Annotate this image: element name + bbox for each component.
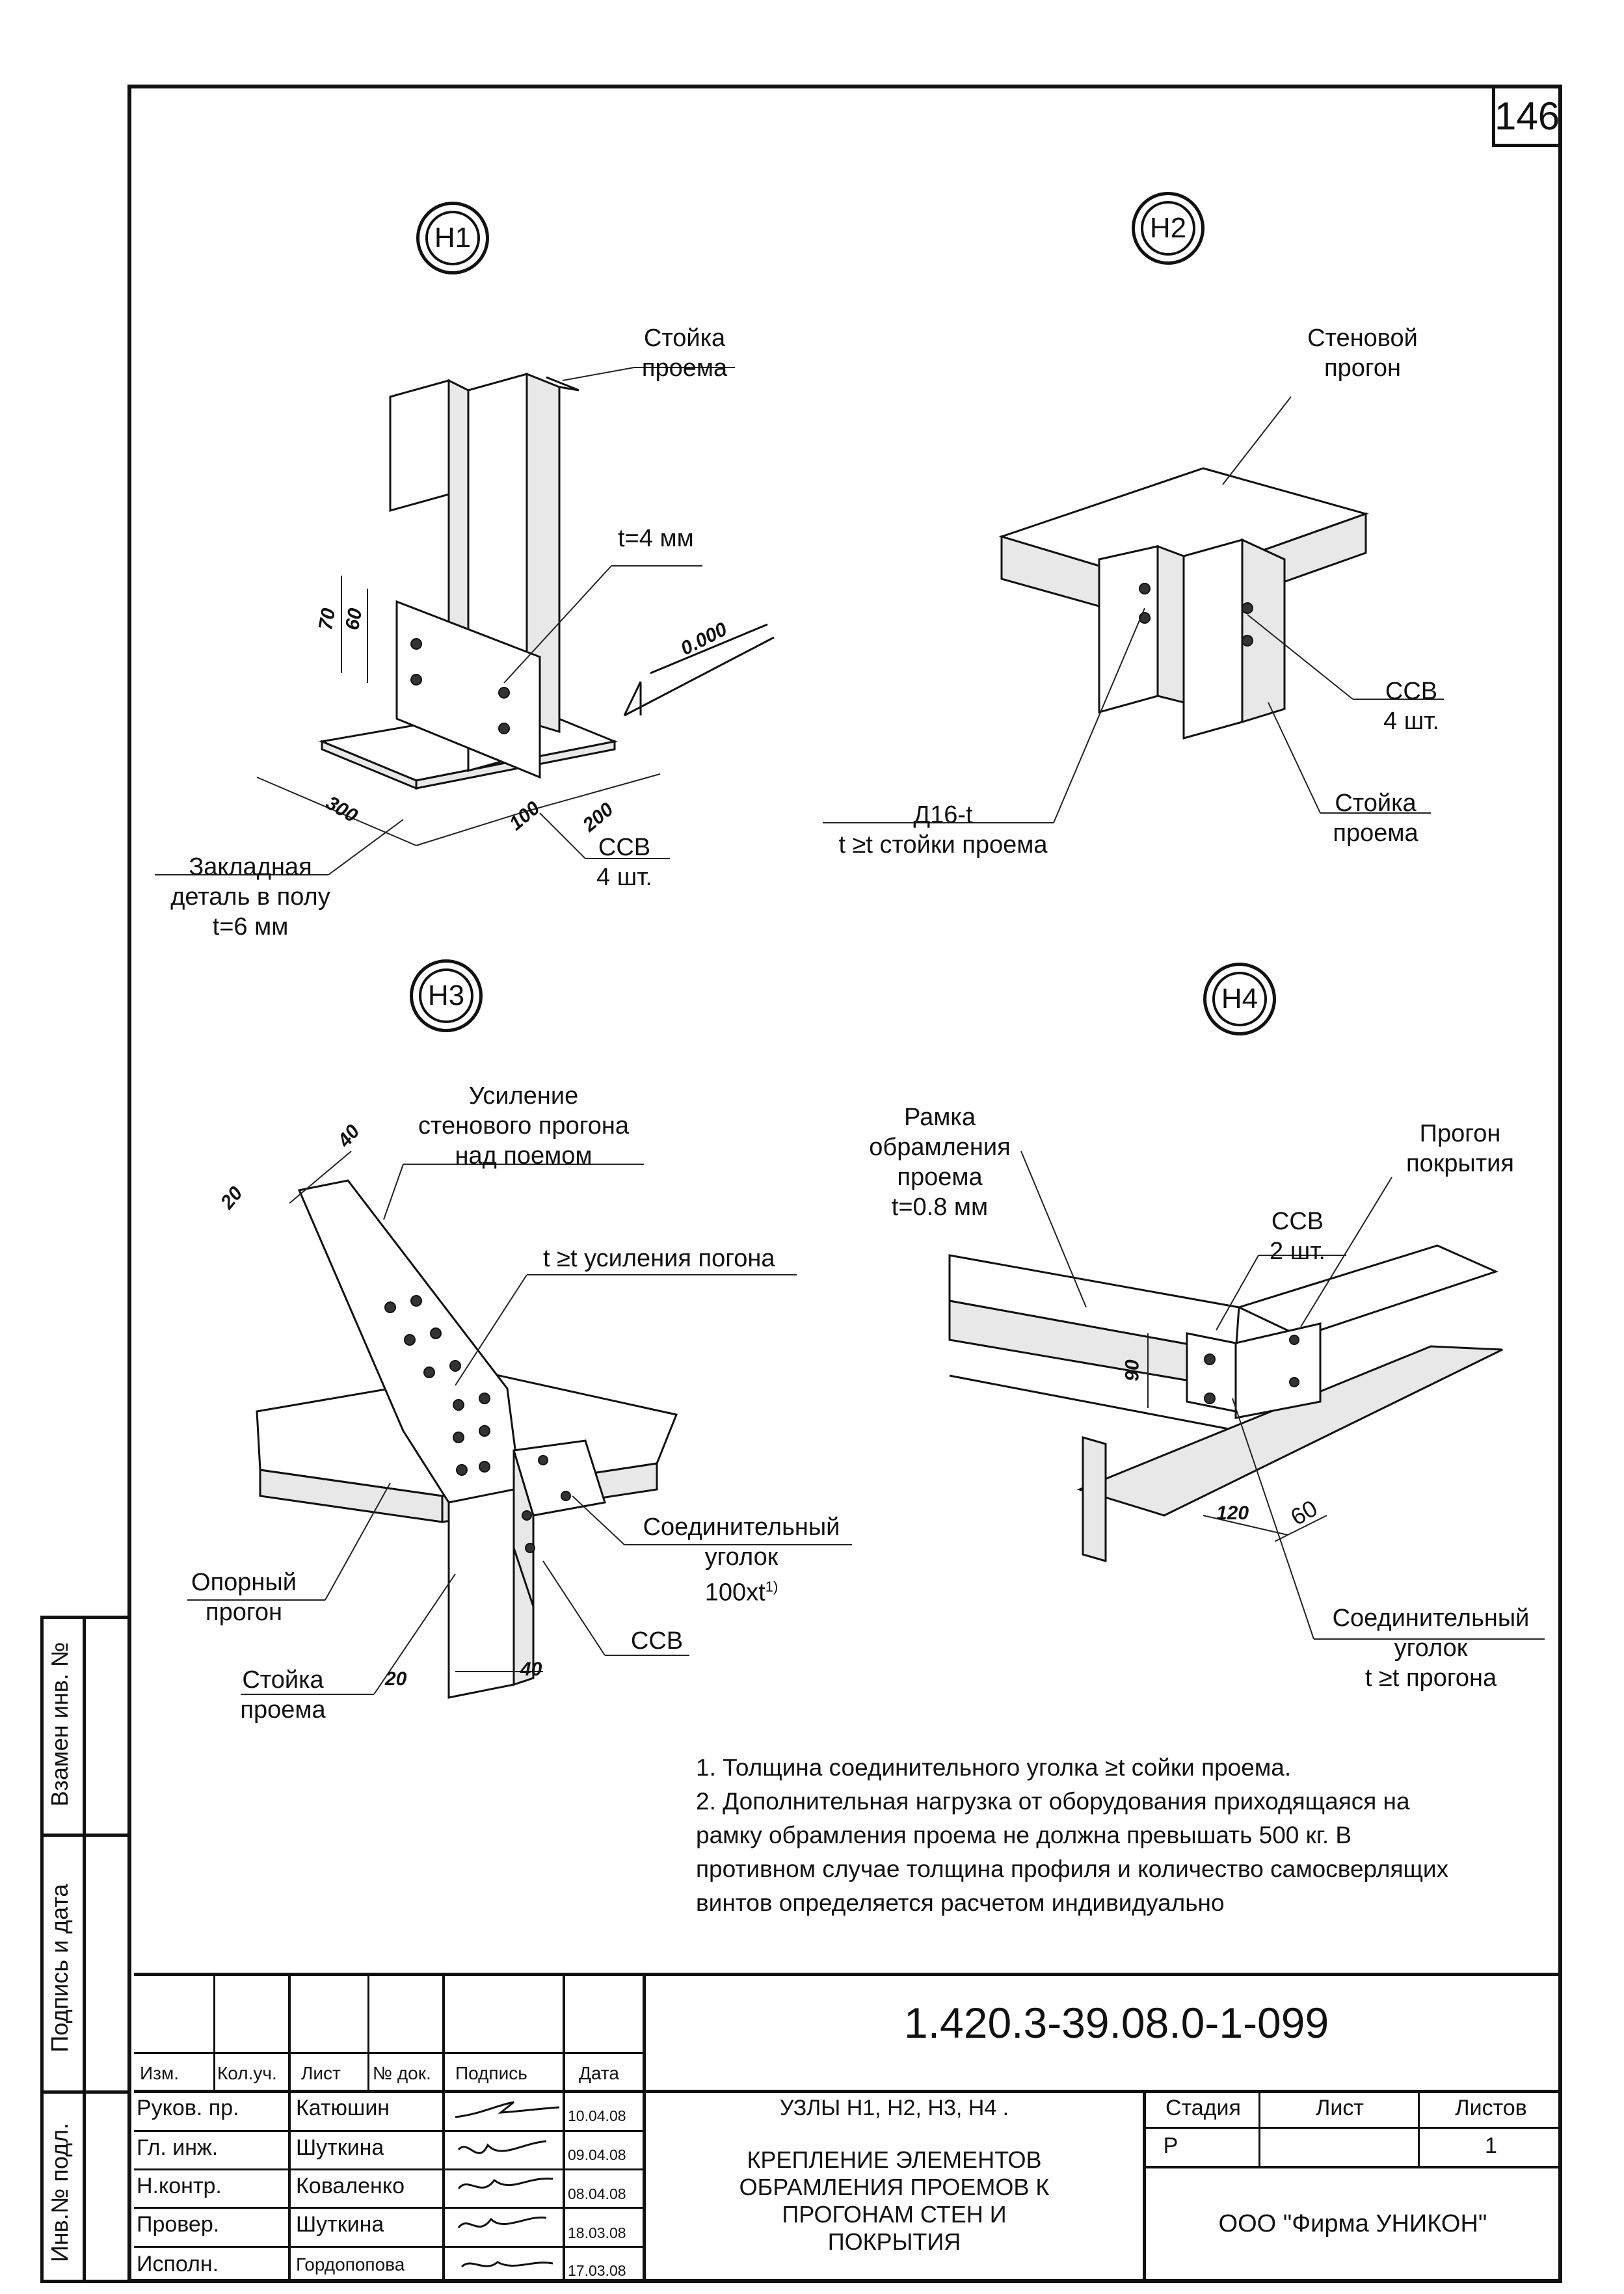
node-h2-drawing	[823, 396, 1444, 823]
node-h1-drawing	[155, 367, 775, 875]
node-tag-h3: Н3	[410, 959, 483, 1032]
margin-inventory-label: Инв.№ подл.	[46, 2122, 73, 2263]
drawing-frame	[127, 85, 1562, 2283]
h1-dim-70: 70	[315, 606, 340, 632]
h3-thickness-label: t ≥t усиления погона	[543, 1245, 775, 1272]
node-h4-drawing	[948, 1151, 1545, 1640]
h1-thickness-label: t=4 мм	[618, 525, 694, 552]
h4-dim-120: 120	[1216, 1502, 1249, 1524]
col-header-change: Изм.	[140, 2063, 179, 2083]
col-header-doc: № док.	[373, 2063, 431, 2083]
sheets-value: 1	[1485, 2133, 1497, 2158]
sheets-label: Листов	[1455, 2096, 1527, 2120]
node-tag-h1: Н1	[416, 202, 489, 274]
h3-dim-40-bottom: 40	[520, 1659, 542, 1680]
sheet-label: Лист	[1316, 2096, 1364, 2120]
document-code: 1.420.3-39.08.0-1-099	[904, 1999, 1329, 2047]
note-line: винтов определяется расчетом индивидуаль…	[696, 1889, 1225, 1916]
company-name: ООО "Фирма УНИКОН"	[1218, 2210, 1487, 2237]
note-line: 2. Дополнительная нагрузка от оборудован…	[696, 1788, 1410, 1815]
general-notes: 1. Толщина соединительного уголка ≥t сой…	[696, 1751, 1561, 1920]
margin-substitute-label: Взамен инв. №	[46, 1642, 73, 1807]
h3-screws-label: ССВ	[630, 1627, 684, 1655]
h4-dim-90: 90	[1121, 1359, 1143, 1381]
title-nodes: УЗЛЫ Н1, Н2, Н3, Н4 .	[779, 2096, 1009, 2120]
sheet-number: 146	[1492, 85, 1562, 147]
margin-signature-date-label: Подпись и дата	[46, 1884, 73, 2053]
h3-dim-20-bottom: 20	[385, 1668, 407, 1690]
col-header-sheet: Лист	[301, 2063, 341, 2083]
note-line: противном случае толщина профиля и колич…	[696, 1856, 1449, 1882]
col-header-date: Дата	[579, 2063, 620, 2083]
node-h3-drawing	[187, 1151, 852, 1699]
title-description: КРЕПЛЕНИЕ ЭЛЕМЕНТОВ ОБРАМЛЕНИЯ ПРОЕМОВ К…	[739, 2146, 1050, 2255]
note-line: рамку обрамления проема не должна превыш…	[696, 1822, 1352, 1848]
stage-value: Р	[1163, 2133, 1178, 2158]
node-tag-h4: Н4	[1203, 963, 1276, 1035]
node-tag-h2: Н2	[1132, 192, 1205, 265]
margin-stamp	[40, 1616, 131, 2283]
stage-label: Стадия	[1165, 2096, 1241, 2120]
note-line: 1. Толщина соединительного уголка ≥t сой…	[696, 1754, 1292, 1781]
h1-dim-60: 60	[341, 606, 367, 632]
col-header-signature: Подпись	[455, 2063, 527, 2083]
col-header-count: Кол.уч.	[217, 2063, 277, 2083]
